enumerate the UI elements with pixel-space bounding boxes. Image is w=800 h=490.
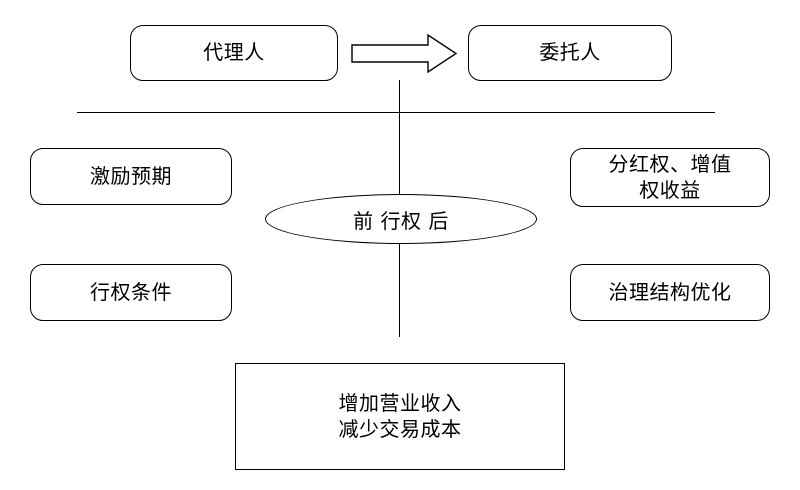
node-governance-optimization[interactable]: 治理结构优化: [570, 264, 770, 321]
node-timeline-center-ellipse[interactable]: 前 行权 后: [265, 194, 537, 244]
connector-vertical-axis-upper: [399, 80, 401, 194]
node-incentive-expectation[interactable]: 激励预期: [30, 148, 232, 205]
connector-horizontal-divider: [77, 112, 715, 114]
node-dividend-appreciation-rights[interactable]: 分红权、增值 权收益: [570, 148, 770, 207]
node-exercise-conditions[interactable]: 行权条件: [30, 264, 232, 321]
connector-agent-to-principal-arrow: [351, 33, 458, 74]
node-outcome[interactable]: 增加营业收入 减少交易成本: [235, 363, 565, 470]
node-principal[interactable]: 委托人: [468, 25, 672, 81]
connector-vertical-axis-lower: [399, 243, 401, 337]
node-agent[interactable]: 代理人: [130, 25, 338, 81]
